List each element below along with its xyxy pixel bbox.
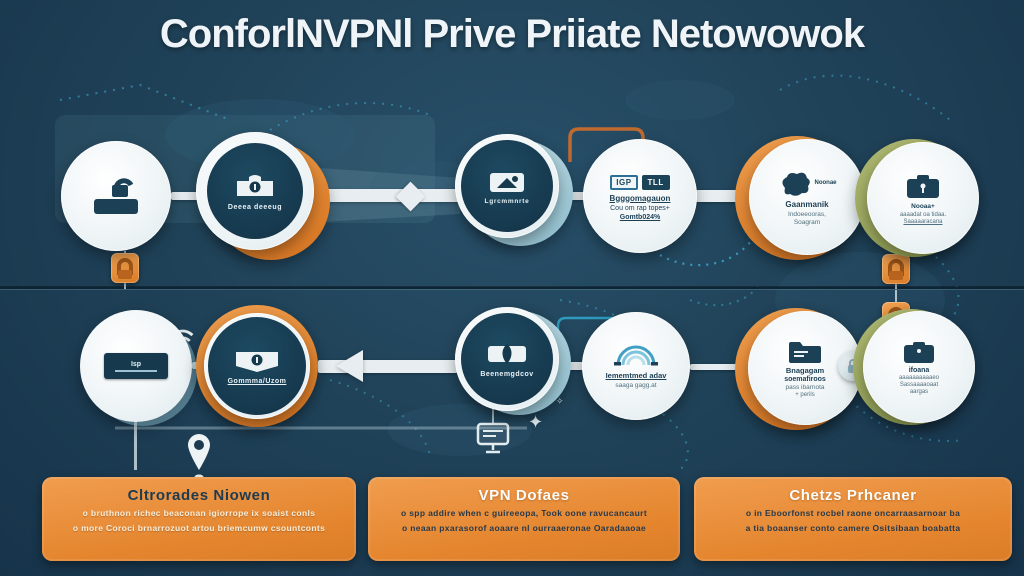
node-label: Iememtmed adav xyxy=(605,371,667,380)
vlink-r2-right xyxy=(895,290,897,304)
globe-blob-icon xyxy=(782,172,811,196)
card-line: o more Coroci brnarrozuot artou briemcum… xyxy=(72,522,326,533)
node-subline: soemafiroos xyxy=(784,376,826,383)
node-device-lock xyxy=(61,141,171,251)
node-label: Gaanmanik xyxy=(785,199,829,209)
node-label: Bgggomagauon xyxy=(609,193,671,203)
node-subline: aaaaaaaaaaeo xyxy=(898,375,940,381)
inner-navy: Beenemgdcov xyxy=(461,313,553,405)
inner-navy: Lgrcmmnrte xyxy=(461,140,553,232)
node-subline: Indoeeooras, xyxy=(788,210,826,218)
protocol-chip: IGP xyxy=(610,174,638,190)
padlock-icon xyxy=(111,253,139,283)
connector-r1-a xyxy=(171,192,209,200)
node-subline: Cou om rap topes+ xyxy=(610,204,670,212)
card-line: o in Eboorfonst rocbel raone oncarraasar… xyxy=(745,508,961,518)
node-label: ifoana xyxy=(908,367,930,374)
protocol-chip: TLL xyxy=(641,174,670,190)
node-label: Beenemgdcov xyxy=(480,370,534,378)
node-credentials: Bnagagam soemafiroos pass ibarnota + per… xyxy=(735,305,865,433)
shield-badge-icon xyxy=(237,174,273,196)
banner-shield-icon xyxy=(488,343,526,364)
row-divider xyxy=(0,287,1024,289)
node-encrypted-tunnel: Gommma/Uzom xyxy=(196,305,320,429)
wallet-icon xyxy=(490,173,524,192)
inner-navy: Gommma/Uzom xyxy=(208,317,306,415)
card-line: o neaan pxarasorof aoaare nl ourraaerona… xyxy=(401,522,647,533)
node-secure-gateway: Deeea deeeug xyxy=(196,130,330,262)
card-line: o spp addire when c guireeopa, Took oone… xyxy=(400,508,648,518)
padlock-icon xyxy=(882,254,910,284)
node-global-access: Noonae Gaanmanik Indoeeooras, Soagram xyxy=(735,133,867,263)
connector-r1-b xyxy=(318,189,460,202)
folder-icon xyxy=(789,342,821,363)
info-card-vpn: VPN Dofaes o spp addire when c guireeopa… xyxy=(368,477,680,561)
node-label: Deeea deeeug xyxy=(227,203,283,211)
node-subline: pass ibarnota xyxy=(785,384,825,391)
node-label: Gommma/Uzom xyxy=(227,377,287,385)
card-title: Cltrorades Niowen xyxy=(127,487,271,504)
node-subline: Saaaaaracana xyxy=(903,218,943,225)
connector-r2-c xyxy=(560,362,586,370)
open-lock-icon xyxy=(94,178,138,214)
page-title: ConforlNVPNl Prive Priiate Netowowok xyxy=(159,12,865,56)
node-subline: aargas xyxy=(909,389,929,395)
node-isp-router: Isp xyxy=(80,310,192,422)
node-shielded-data: Beenemgdcov xyxy=(455,307,573,421)
monitor-icon xyxy=(476,422,510,454)
inner-navy: Deeea deeeug xyxy=(207,143,303,239)
isp-screen-label: Isp xyxy=(130,360,142,368)
node-subline: Sassaaaaoaat xyxy=(899,382,939,388)
node-bridge: Iememtmed adav saaga gagg.at xyxy=(582,312,690,420)
location-pin-icon xyxy=(188,434,210,480)
isp-screen-icon: Isp xyxy=(104,353,168,379)
vlink-r2-left xyxy=(134,422,137,470)
card-line: a tia boaanser conto camere Ositsibaan b… xyxy=(745,522,961,533)
info-card-privacy: Chetzs Prhcaner o in Eboorfonst rocbel r… xyxy=(694,477,1012,561)
node-side-label: Noonae xyxy=(814,179,837,186)
card-title: VPN Dofaes xyxy=(478,487,570,504)
connector-r2-d xyxy=(690,364,742,370)
briefcase-lock-icon xyxy=(907,174,939,198)
node-protected-home: Lgrcmmnrte xyxy=(455,134,575,252)
node-subline: saaga gagg.at xyxy=(615,382,657,389)
node-subline: + perils xyxy=(795,392,815,398)
inner-white: Nooaa+ aaaadat oa tidaa. Saaaaaracana xyxy=(867,142,979,254)
node-label: Bnagagam xyxy=(785,366,825,375)
briefcase-icon xyxy=(904,342,934,363)
node-secure-case: Nooaa+ aaaadat oa tidaa. Saaaaaracana xyxy=(855,136,981,260)
node-subline: Soagram xyxy=(793,218,821,226)
inner-white: Noonae Gaanmanik Indoeeooras, Soagram xyxy=(749,139,865,255)
rainbow-bridge-icon xyxy=(614,345,658,366)
node-label: Nooaa+ xyxy=(911,202,935,210)
arrow-left-r2 xyxy=(336,350,363,382)
card-line: o bruthnon richec beaconan igiorrope ix … xyxy=(82,508,316,518)
sparkle-icon: ✦ xyxy=(528,412,544,432)
info-card-network: Cltrorades Niowen o bruthnon richec beac… xyxy=(42,477,356,561)
inner-white: ifoana aaaaaaaaaaeo Sassaaaaoaat aargas xyxy=(863,311,975,423)
node-label: Lgrcmmnrte xyxy=(484,198,530,205)
node-subline: Gomtb024% xyxy=(619,213,661,221)
banner-lock-icon xyxy=(236,351,278,372)
connector-r1-c xyxy=(562,192,586,200)
card-title: Chetzs Prhcaner xyxy=(789,487,917,504)
node-business-data: ifoana aaaaaaaaaaeo Sassaaaaoaat aargas xyxy=(853,306,977,428)
sparkle-icon: ✧ xyxy=(556,396,564,406)
node-subline: aaaadat oa tidaa. xyxy=(899,211,947,218)
